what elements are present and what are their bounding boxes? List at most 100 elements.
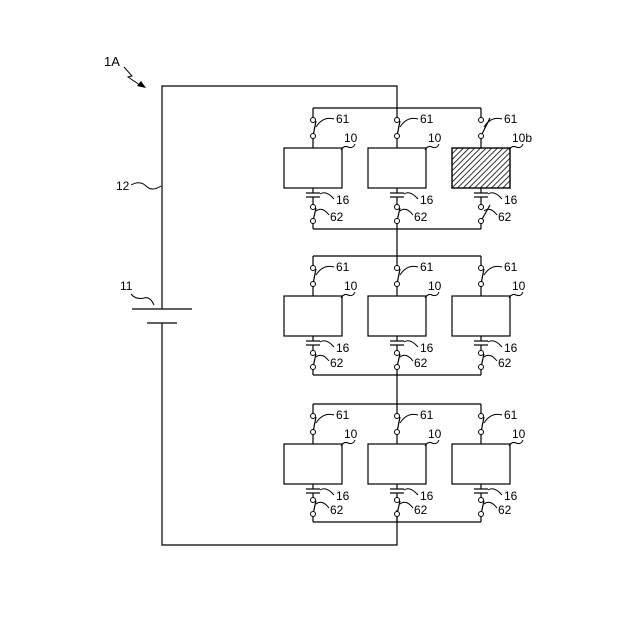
upper-switch-pivot: [395, 430, 400, 435]
lower-switch-label: 62: [498, 503, 512, 517]
capacitor-label: 16: [504, 489, 518, 503]
capacitor-leader: [404, 193, 418, 199]
main-loop-wire-lower: [162, 323, 397, 545]
lower-switch-pivot: [479, 365, 484, 370]
upper-switch-label: 61: [504, 112, 518, 126]
main-loop-wire: [162, 86, 397, 309]
lower-switch-label: 62: [498, 210, 512, 224]
lower-switch-leader: [400, 355, 413, 361]
lower-switch-label: 62: [330, 210, 344, 224]
module-array: 61101662611016626110b1662611016626110166…: [284, 108, 532, 522]
figure-ref-arrow: [124, 67, 140, 85]
lower-switch-leader: [316, 209, 329, 215]
upper-switch-label: 61: [504, 260, 518, 274]
capacitor-leader: [488, 341, 502, 347]
cell-label: 10: [428, 279, 442, 293]
lower-switch-leader: [400, 209, 413, 215]
lower-switch-label: 62: [414, 503, 428, 517]
capacitor-leader: [488, 193, 502, 199]
lower-switch-leader: [316, 355, 329, 361]
lower-switch-leader: [400, 502, 413, 508]
lower-switch-contact: [395, 498, 400, 503]
figure-ref-label: 1A: [104, 54, 120, 69]
lower-switch-leader: [484, 355, 497, 361]
upper-switch-contact: [395, 266, 400, 271]
cell-box: [368, 296, 426, 336]
cell-box: [284, 148, 342, 188]
upper-switch-pivot: [311, 282, 316, 287]
lower-switch-contact: [311, 498, 316, 503]
upper-switch-contact: [311, 414, 316, 419]
capacitor-leader: [320, 489, 334, 495]
upper-switch-leader: [316, 118, 334, 127]
upper-switch-pivot: [479, 134, 484, 139]
lower-switch-pivot: [479, 512, 484, 517]
capacitor-label: 16: [504, 193, 518, 207]
upper-switch-label: 61: [336, 112, 350, 126]
cell-label: 10: [344, 427, 358, 441]
upper-switch-pivot: [479, 282, 484, 287]
degraded-cell-box: [452, 148, 510, 188]
upper-switch-label: 61: [504, 408, 518, 422]
capacitor-label: 16: [336, 341, 350, 355]
lower-switch-contact: [479, 498, 484, 503]
lower-switch-pivot: [311, 219, 316, 224]
cell-label: 10: [428, 427, 442, 441]
main-wire-leader: [131, 183, 161, 189]
lower-switch-pivot: [479, 219, 484, 224]
capacitor-label: 16: [420, 341, 434, 355]
cell-box: [452, 444, 510, 484]
lower-switch-contact: [479, 205, 484, 210]
upper-switch-label: 61: [420, 112, 434, 126]
lower-switch-label: 62: [330, 356, 344, 370]
cell-box: [284, 444, 342, 484]
lower-switch-pivot: [395, 365, 400, 370]
upper-switch-label: 61: [420, 408, 434, 422]
capacitor-label: 16: [336, 489, 350, 503]
upper-switch-leader: [316, 266, 334, 275]
cell-label: 10: [344, 279, 358, 293]
cell-box: [452, 296, 510, 336]
capacitor-leader: [404, 489, 418, 495]
lower-switch-pivot: [395, 512, 400, 517]
upper-switch-pivot: [311, 430, 316, 435]
upper-switch-leader: [400, 266, 418, 275]
upper-switch-pivot: [311, 134, 316, 139]
degraded-cell-label: 10b: [512, 131, 532, 145]
battery-leader: [131, 294, 154, 305]
upper-switch-leader: [316, 414, 334, 423]
upper-switch-contact: [311, 266, 316, 271]
lower-switch-contact: [311, 351, 316, 356]
upper-switch-contact: [395, 414, 400, 419]
upper-switch-pivot: [479, 430, 484, 435]
cell-label: 10: [512, 279, 526, 293]
upper-switch-label: 61: [336, 260, 350, 274]
lower-switch-pivot: [311, 512, 316, 517]
capacitor-label: 16: [420, 193, 434, 207]
lower-switch-contact: [395, 205, 400, 210]
upper-switch-leader: [484, 414, 502, 423]
cell-box: [284, 296, 342, 336]
upper-switch-pivot: [395, 134, 400, 139]
upper-switch-leader: [484, 266, 502, 275]
lower-switch-pivot: [311, 365, 316, 370]
upper-switch-contact: [395, 118, 400, 123]
main-wire-label: 12: [116, 179, 130, 193]
capacitor-leader: [320, 341, 334, 347]
upper-switch-contact: [479, 118, 484, 123]
lower-switch-contact: [479, 351, 484, 356]
lower-switch-pivot: [395, 219, 400, 224]
battery-label: 11: [120, 279, 133, 293]
upper-switch-label: 61: [336, 408, 350, 422]
cell-label: 10: [512, 427, 526, 441]
cell-label: 10: [428, 131, 442, 145]
lower-switch-label: 62: [414, 210, 428, 224]
lower-switch-leader: [484, 502, 497, 508]
lower-switch-leader: [316, 502, 329, 508]
lower-switch-label: 62: [414, 356, 428, 370]
upper-switch-leader: [400, 414, 418, 423]
upper-switch-leader: [400, 118, 418, 127]
capacitor-label: 16: [504, 341, 518, 355]
capacitor-leader: [320, 193, 334, 199]
